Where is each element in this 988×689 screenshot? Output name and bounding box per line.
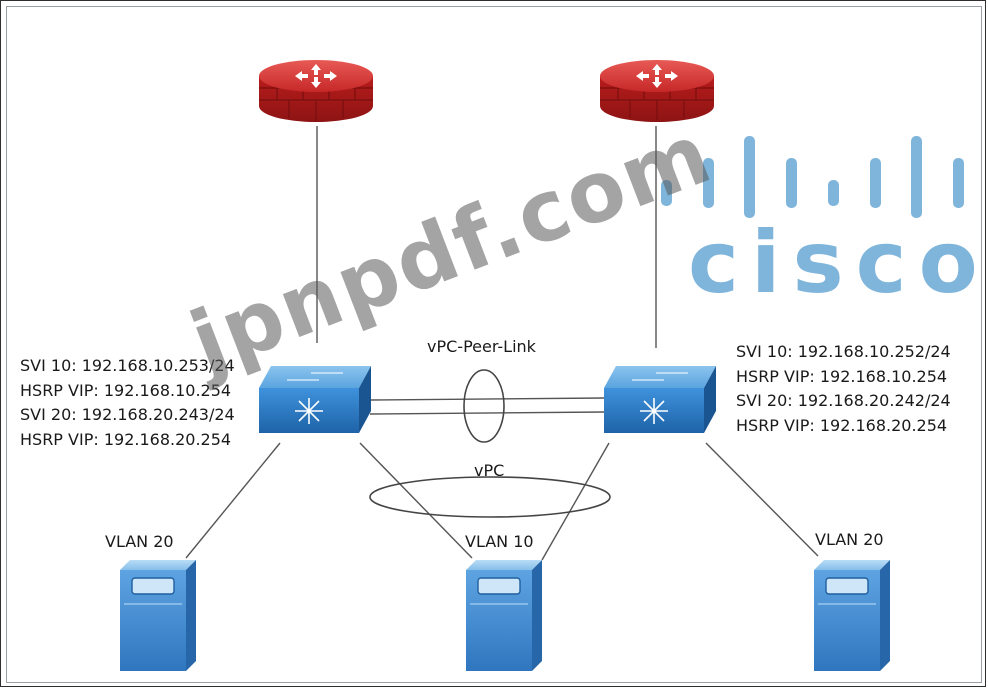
right-hsrp-vip10-label: HSRP VIP: 192.168.10.254 <box>736 366 948 386</box>
cisco-logo-icon <box>661 136 964 218</box>
right-svi20-label: SVI 20: 192.168.20.242/24 <box>736 391 951 410</box>
peer-link-label: vPC-Peer-Link <box>427 337 536 356</box>
link-right-switch-middle-server <box>541 442 610 561</box>
switch-icon <box>604 366 716 433</box>
firewall-icon <box>259 60 373 122</box>
switch-icon <box>259 366 371 433</box>
server-icon <box>466 560 542 671</box>
left-svi20-label: SVI 20: 192.168.20.243/24 <box>20 405 235 424</box>
peer-link-line-2 <box>369 411 606 415</box>
left-svi10-label: SVI 10: 192.168.10.253/24 <box>20 356 235 375</box>
left-server-vlan-label: VLAN 20 <box>105 532 174 551</box>
right-switch-config: SVI 10: 192.168.10.252/24 HSRP VIP: 192.… <box>736 340 951 438</box>
firewall-icon <box>600 60 714 122</box>
peer-link-line-1 <box>369 397 606 401</box>
right-hsrp-vip20-label: HSRP VIP: 192.168.20.254 <box>736 415 948 435</box>
left-hsrp-vip20-label: HSRP VIP: 192.168.20.254 <box>20 429 232 449</box>
server-icon <box>814 560 890 671</box>
left-switch-config: SVI 10: 192.168.10.253/24 HSRP VIP: 192.… <box>20 354 235 452</box>
inner-frame <box>6 6 982 683</box>
vpc-label: vPC <box>474 461 505 480</box>
server-icon <box>120 560 196 671</box>
link-right-switch-right-server <box>705 442 819 557</box>
cisco-logo-wordmark: cisco <box>688 213 988 313</box>
peer-link-ellipse <box>463 369 505 443</box>
left-hsrp-vip10-label: HSRP VIP: 192.168.10.254 <box>20 380 232 400</box>
middle-server-vlan-label: VLAN 10 <box>465 532 534 551</box>
link-left-switch-left-server <box>185 442 281 559</box>
right-server-vlan-label: VLAN 20 <box>815 530 884 549</box>
link-left-switch-middle-server <box>359 442 473 559</box>
vpc-ellipse <box>369 476 611 518</box>
right-svi10-label: SVI 10: 192.168.10.252/24 <box>736 342 951 361</box>
